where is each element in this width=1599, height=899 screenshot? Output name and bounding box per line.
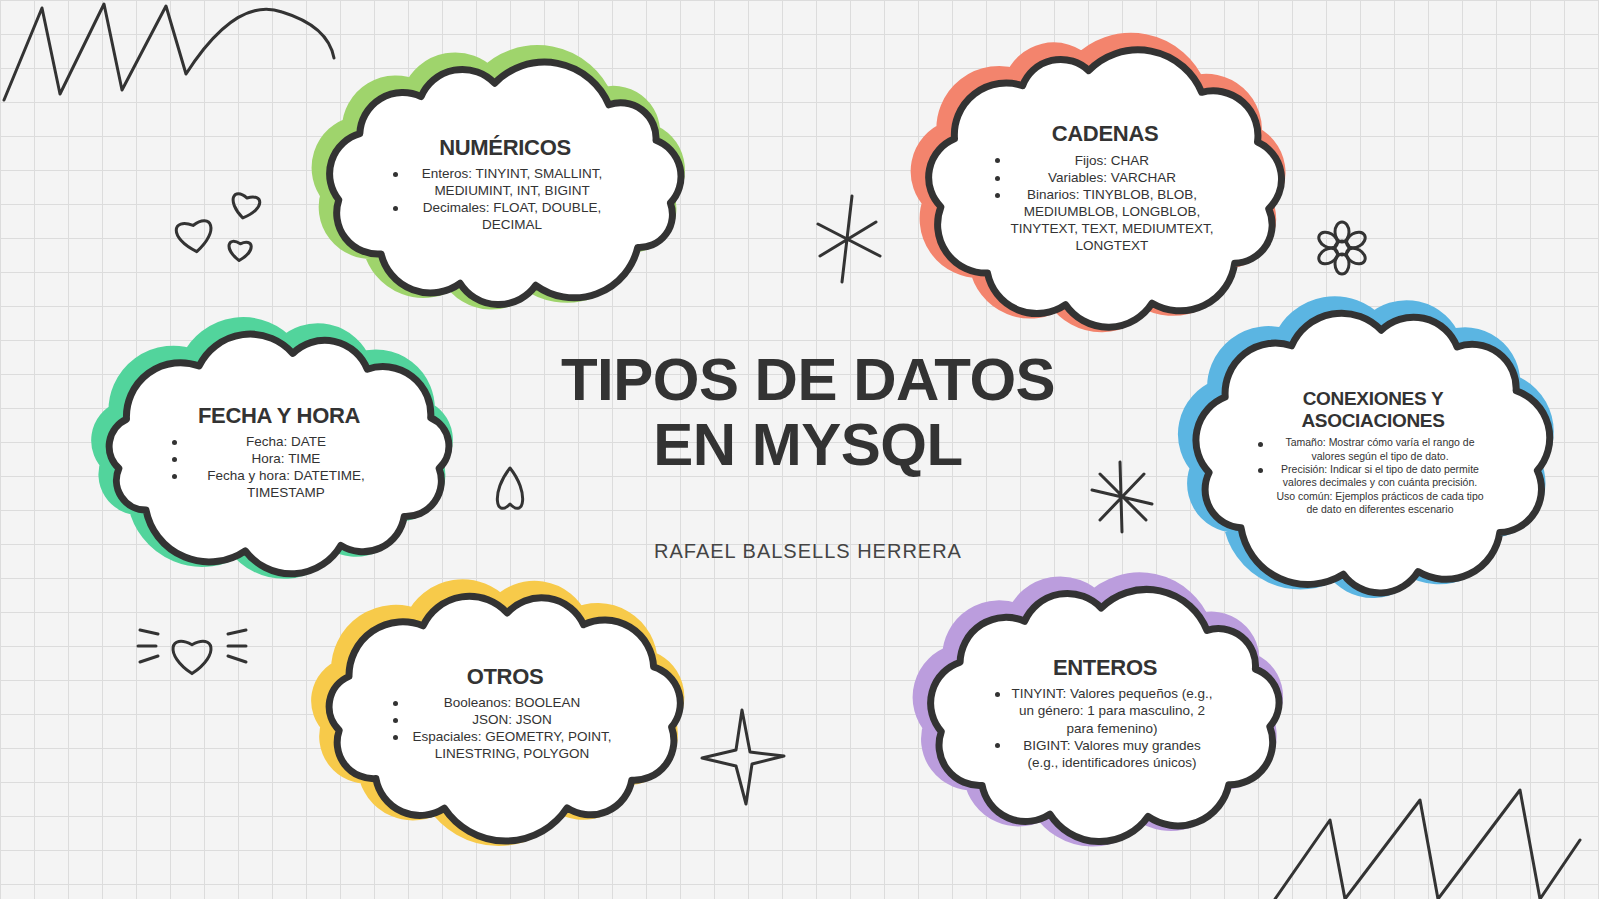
author-name: RAFAEL BALSELLS HERRERA: [558, 540, 1058, 563]
bullet-item: Variables: VARCHAR: [993, 169, 1218, 186]
cloud-content: OTROS Booleanos: BOOLEANJSON: JSONEspacia…: [391, 664, 619, 763]
scribble: [1275, 790, 1580, 899]
cloud-heading: OTROS: [391, 664, 619, 689]
cloud-heading: CONEXIONES Y ASOCIACIONES: [1256, 388, 1491, 432]
cloud-shape: [290, 36, 714, 328]
bullet-item: Enteros: TINYINT, SMALLINT, MEDIUMINT, I…: [391, 165, 619, 199]
bullet-item: Fecha: DATE: [170, 433, 389, 450]
bullet-item: Precisión: Indicar si el tipo de dato pe…: [1256, 463, 1491, 490]
cloud-shape: [892, 23, 1312, 349]
cloud-node: ENTEROS TINYINT: Valores pequeños (e.g., …: [892, 561, 1312, 861]
bullet-item: BIGINT: Valores muy grandes (e.g., ident…: [993, 737, 1218, 771]
cloud-shape: [290, 566, 714, 856]
bullet-item: Binarios: TINYBLOB, BLOB, MEDIUMBLOB, LO…: [993, 186, 1218, 255]
bullet-item: JSON: JSON: [391, 711, 619, 728]
cloud-node: FECHA Y HORA Fecha: DATEHora: TIMEFecha y…: [70, 306, 482, 594]
heart: [175, 220, 214, 254]
cloud-content: ENTEROS TINYINT: Valores pequeños (e.g., …: [993, 655, 1218, 771]
cloud-heading: NUMÉRICOS: [391, 135, 619, 160]
bullet-item: Tamaño: Mostrar cómo varía el rango de v…: [1256, 436, 1491, 463]
cloud-content: NUMÉRICOS Enteros: TINYINT, SMALLINT, MED…: [391, 135, 619, 234]
bullet-item: TINYINT: Valores pequeños (e.g., un géne…: [993, 685, 1218, 736]
heart: [230, 193, 261, 221]
cloud-node: CONEXIONES Y ASOCIACIONES Tamaño: Mostrar…: [1160, 283, 1580, 617]
cloud-node: CADENAS Fijos: CHARVariables: VARCHARBina…: [892, 23, 1312, 349]
asterisk: [818, 196, 880, 282]
bullet-item: Decimales: FLOAT, DOUBLE, DECIMAL: [391, 199, 619, 233]
cloud-outline: [931, 589, 1279, 841]
cloud-content: CADENAS Fijos: CHARVariables: VARCHARBina…: [993, 121, 1218, 254]
star: [702, 710, 784, 804]
bullet-item: Espaciales: GEOMETRY, POINT, LINESTRING,…: [391, 728, 619, 762]
cloud-heading: CADENAS: [993, 121, 1218, 146]
bullet-item: Fijos: CHAR: [993, 152, 1218, 169]
bullet-item: Uso común: Ejemplos prácticos de cada ti…: [1256, 490, 1491, 517]
cloud-content: FECHA Y HORA Fecha: DATEHora: TIMEFecha y…: [170, 403, 389, 502]
cloud-outline: [1196, 313, 1550, 593]
heart: [497, 468, 522, 508]
heart: [228, 241, 251, 261]
cloud-heading: FECHA Y HORA: [170, 403, 389, 428]
rays: [138, 630, 246, 662]
heart: [173, 641, 211, 673]
cloud-node: NUMÉRICOS Enteros: TINYINT, SMALLINT, MED…: [290, 36, 714, 328]
cloud-shape: [70, 306, 482, 594]
cloud-content: CONEXIONES Y ASOCIACIONES Tamaño: Mostrar…: [1256, 388, 1491, 517]
cloud-outline: [109, 334, 449, 574]
bullet-item: Fecha y hora: DATETIME, TIMESTAMP: [170, 467, 389, 501]
cloud-outline: [929, 50, 1282, 327]
flower: [1316, 222, 1368, 274]
cloud-outline: [329, 596, 680, 841]
bullet-item: Booleanos: BOOLEAN: [391, 694, 619, 711]
cloud-heading: ENTEROS: [993, 655, 1218, 680]
cloud-node: OTROS Booleanos: BOOLEANJSON: JSONEspacia…: [290, 566, 714, 856]
asterisk: [1092, 462, 1152, 532]
scribble: [4, 4, 334, 100]
title: TIPOS DE DATOS EN MYSQL: [528, 348, 1088, 478]
bullet-item: Hora: TIME: [170, 450, 389, 467]
cloud-outline: [330, 62, 681, 304]
